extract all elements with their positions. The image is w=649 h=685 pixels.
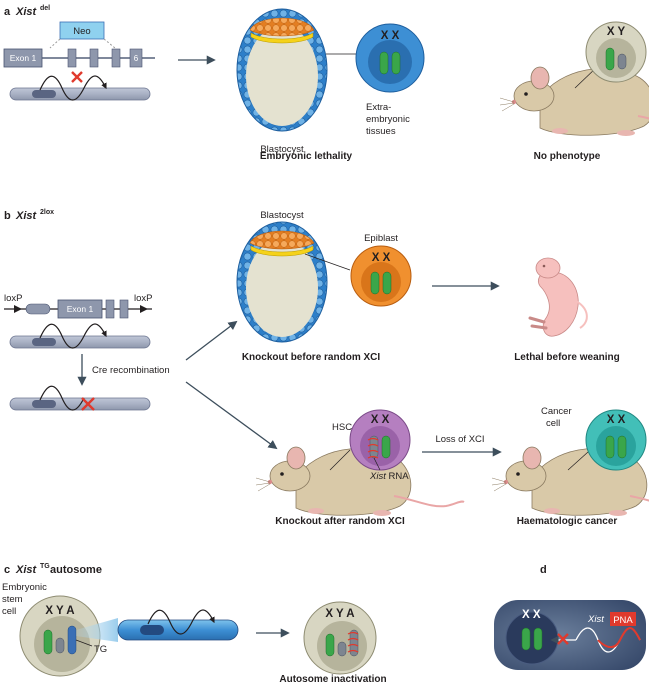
loss-of-xci-label: Loss of XCI (435, 434, 484, 445)
cancer-label-1: Cancer (541, 406, 572, 417)
arrow-up (185, 320, 238, 361)
es-label-3: cell (2, 606, 16, 617)
es-cell (19, 595, 101, 677)
panel-c-gene-sup: TG (40, 563, 50, 570)
red-cross-icon (81, 397, 95, 411)
panel-d-xx-label: X X (522, 609, 541, 621)
caption-no-phenotype: No phenotype (534, 151, 601, 162)
panel-b-letter: b (4, 210, 11, 222)
panel-d-xist-label: Xist (587, 614, 604, 625)
caption-autosome-inactivation: Autosome inactivation (279, 674, 386, 685)
caption-lethal-before-weaning: Lethal before weaning (514, 352, 620, 363)
xist-rna-wave (39, 75, 107, 101)
exon-box (111, 48, 121, 68)
caption-knockout-before: Knockout before random XCI (242, 352, 381, 363)
es-xya-label-2: X Y A (325, 608, 354, 620)
cre-recombination-label: Cre recombination (92, 365, 170, 376)
loxp-left-triangle (14, 305, 22, 313)
panel-a-gene-sup: del (40, 5, 50, 12)
xist-rna-wave (147, 609, 215, 635)
panel-c-letter: c (4, 564, 10, 576)
pna-label: PNA (613, 615, 633, 626)
es-label-2: stem (2, 594, 23, 605)
panel-c: c Xist TG autosome Embryonic stem cell X… (2, 563, 387, 685)
panel-b: b Xist 2lox loxP loxP Exon 1 Cre recombi… (4, 209, 649, 527)
exon1-box (3, 48, 43, 68)
panel-d: d X X Xist PNA (494, 564, 646, 670)
extraembryonic-label-1: Extra- (366, 102, 391, 113)
panel-c-gene: Xist (15, 564, 38, 576)
transgene-tube (117, 619, 239, 641)
tg-label: TG (94, 644, 107, 655)
es-cell-inactivated (303, 601, 377, 675)
epiblast-cell (350, 245, 412, 307)
caption-haematologic-cancer: Haematologic cancer (517, 516, 618, 527)
exon-box (67, 48, 77, 68)
xist-rna-rest: RNA (386, 471, 409, 482)
hsc-label: HSC (332, 422, 352, 433)
panel-a: a Xist del Neo Exon 1 6 Blastocyst (3, 5, 649, 162)
loxp-left-label: loxP (4, 293, 22, 304)
blastocyst-a (236, 8, 328, 132)
extraembryonic-label-2: embryonic (366, 114, 410, 125)
blastocyst-label: Blastocyst (260, 210, 304, 221)
pna-box (610, 612, 636, 626)
cancer-xx-label: X X (607, 414, 626, 426)
xist-rna-italic: Xist (369, 471, 386, 482)
epiblast-xx-label: X X (372, 252, 391, 264)
exon6-label: 6 (134, 54, 139, 63)
loxp-right-triangle (140, 305, 148, 313)
cancer-cell (585, 409, 647, 471)
cell-xx-label: X X (381, 30, 400, 42)
caption-knockout-after: Knockout after random XCI (275, 516, 405, 527)
exon1-label: Exon 1 (67, 304, 94, 314)
es-xya-label: X Y A (45, 605, 74, 617)
pup-icon (528, 257, 588, 337)
xy-cell (585, 21, 647, 83)
panel-a-letter: a (4, 6, 11, 18)
neo-box (59, 21, 105, 40)
cancer-label-2: cell (546, 418, 560, 429)
panel-b-gene-sup: 2lox (40, 209, 54, 216)
loxp-right-label: loxP (134, 293, 152, 304)
exon1-label: Exon 1 (10, 53, 37, 63)
panel-a-gene: Xist (15, 6, 38, 18)
red-cross-icon (557, 633, 569, 645)
panel-c-title-rest: autosome (50, 564, 102, 576)
neo-label: Neo (73, 26, 90, 37)
hsc-cell (349, 409, 411, 471)
mouse-xy-label: X Y (607, 26, 626, 38)
es-label-1: Embryonic (2, 582, 47, 593)
xist-rna-label: Xist RNA (369, 471, 409, 482)
exon6-box (129, 48, 143, 68)
tg-zoom-beam (76, 618, 118, 642)
panel-d-letter: d (540, 564, 547, 576)
xist-locus (32, 90, 56, 98)
caption-embryonic-lethality: Embryonic lethality (260, 151, 353, 162)
hsc-xx-label: X X (371, 414, 390, 426)
exon-box (89, 48, 99, 68)
red-cross-icon (71, 71, 83, 83)
xist-rna-wave (39, 323, 107, 349)
blastocyst-b (236, 221, 328, 343)
exon1-box (57, 299, 103, 319)
panel-b-gene: Xist (15, 210, 38, 222)
arrow-down-right (185, 381, 278, 450)
epiblast-label: Epiblast (364, 233, 398, 244)
blastocyst-label: Blastocyst (260, 144, 304, 155)
extraembryonic-cell (355, 23, 425, 93)
extraembryonic-label-3: tissues (366, 126, 396, 137)
